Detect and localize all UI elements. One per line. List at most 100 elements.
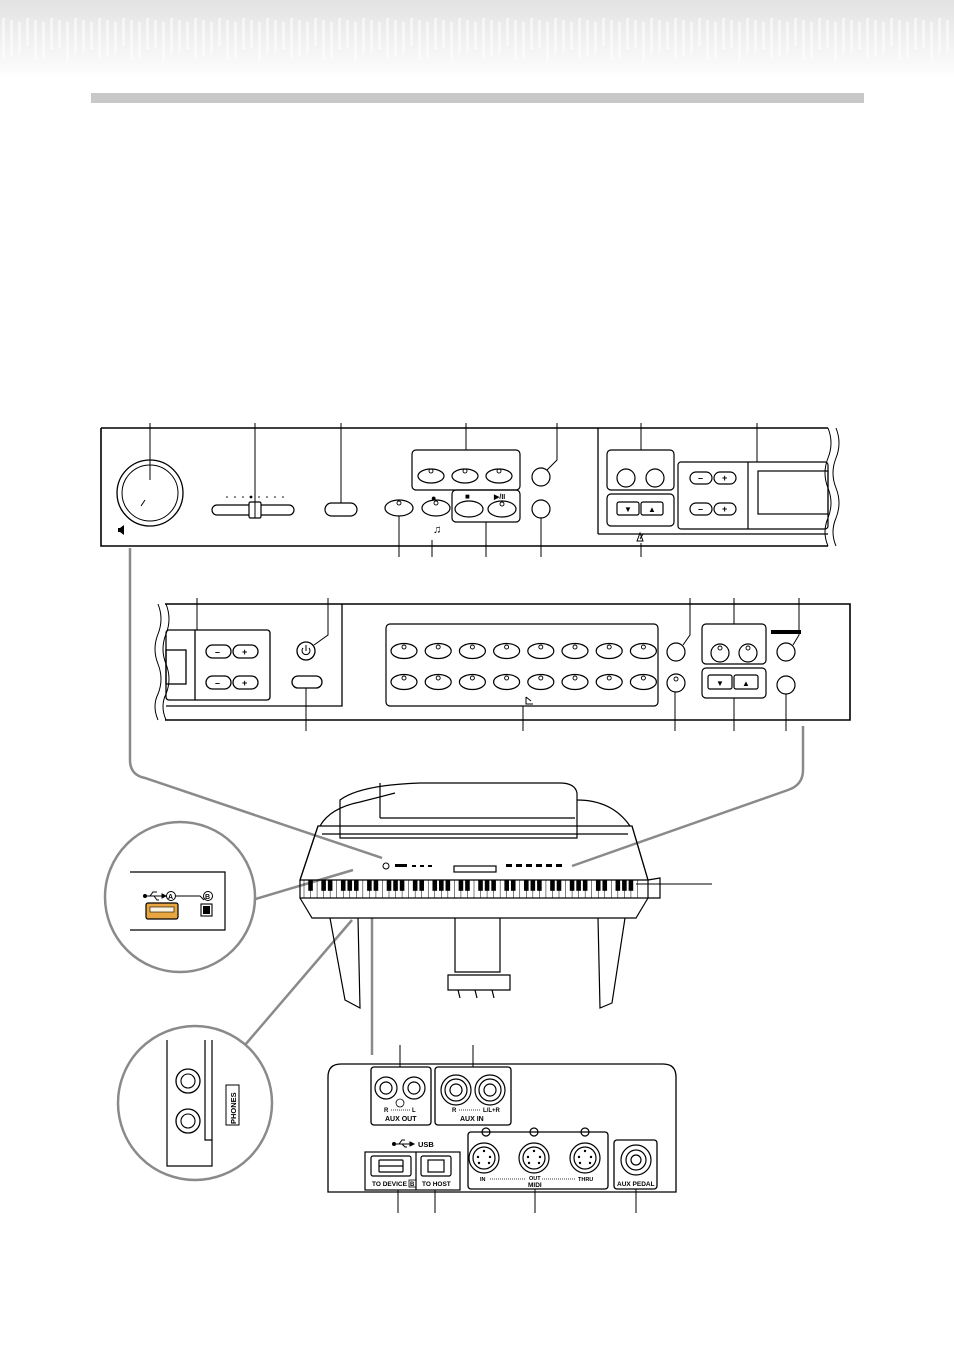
voice-select-button[interactable]	[458, 642, 486, 660]
header-stripe	[354, 22, 357, 62]
header-stripe	[394, 20, 397, 56]
metronome-button[interactable]	[531, 467, 551, 487]
down-button-2[interactable]	[707, 674, 733, 690]
voice-select-button[interactable]	[458, 673, 486, 691]
header-stripe	[442, 20, 445, 48]
voice-button-grid	[390, 642, 658, 691]
aux-in-jack-lr[interactable]	[474, 1074, 506, 1106]
header-stripe	[482, 18, 485, 58]
midi-in-label: IN	[480, 1177, 486, 1183]
up-button-2[interactable]	[733, 674, 759, 690]
phones-jack-2[interactable]	[175, 1108, 201, 1134]
lcd-display	[757, 470, 829, 515]
aux-out-jack-l[interactable]	[402, 1076, 426, 1100]
voice-button-group	[606, 449, 675, 491]
header-stripe	[930, 22, 933, 62]
demo-button[interactable]	[324, 502, 358, 517]
minus-button-1[interactable]	[689, 471, 713, 485]
power-button[interactable]	[296, 641, 316, 661]
minus-button-4[interactable]	[205, 675, 232, 690]
usb-to-host-port[interactable]	[420, 1155, 452, 1177]
preset-button-3[interactable]	[485, 468, 513, 484]
variation-button[interactable]	[666, 642, 686, 662]
header-stripe	[402, 22, 405, 54]
rear-connector-panel	[327, 1063, 677, 1193]
minus-button-3[interactable]	[205, 644, 232, 659]
header-stripe	[106, 20, 109, 56]
midi-in-port[interactable]	[468, 1127, 500, 1174]
header-stripe	[642, 22, 645, 62]
play-pause-button[interactable]	[487, 500, 517, 518]
plus-button-4[interactable]	[232, 675, 259, 690]
header-stripe	[346, 20, 349, 48]
minus-sign: –	[698, 473, 703, 483]
aux-out-jack-r[interactable]	[374, 1076, 398, 1100]
brightness-slider[interactable]	[211, 495, 295, 519]
usb-zoom-circle: A B	[103, 820, 257, 974]
header-stripe	[298, 20, 301, 56]
midi-out-port[interactable]	[518, 1127, 550, 1174]
plus-button-2[interactable]	[713, 502, 737, 516]
aux-in-label: AUX IN	[460, 1116, 484, 1123]
to-host-label: TO HOST	[422, 1181, 451, 1188]
header-stripe	[514, 20, 517, 60]
aux-pedal-jack[interactable]	[620, 1144, 652, 1176]
plus-button-1[interactable]	[713, 471, 737, 485]
voice-select-button[interactable]	[390, 673, 418, 691]
aux-in-jack-r[interactable]	[440, 1074, 472, 1106]
header-stripe	[18, 22, 21, 54]
header-stripe	[258, 22, 261, 62]
voice-select-button[interactable]	[629, 642, 658, 660]
aux-out-r-label: R	[384, 1108, 389, 1114]
dual-button-1[interactable]	[710, 643, 730, 663]
down-button[interactable]	[616, 501, 640, 516]
header-stripe	[82, 20, 85, 52]
usb-symbol-icon	[392, 1139, 416, 1148]
header-stripe	[90, 22, 93, 50]
split-button[interactable]	[666, 673, 686, 693]
voice-select-button[interactable]	[561, 673, 589, 691]
lcd-display-edge	[165, 649, 187, 685]
voice-select-button[interactable]	[561, 642, 589, 660]
song-select-button[interactable]	[384, 499, 414, 517]
voice-select-button[interactable]	[527, 673, 555, 691]
phones-jack-1[interactable]	[175, 1068, 201, 1094]
voice-select-button[interactable]	[595, 642, 623, 660]
registration-button[interactable]	[776, 642, 796, 662]
voice-select-button[interactable]	[424, 642, 452, 660]
dual-button-2[interactable]	[738, 643, 758, 663]
voice-select-button[interactable]	[527, 642, 555, 660]
plus-button-3[interactable]	[232, 644, 259, 659]
header-stripe	[610, 20, 613, 60]
minus-button-2[interactable]	[689, 502, 713, 516]
voice-button-1[interactable]	[616, 468, 636, 488]
voice-select-button[interactable]	[424, 673, 452, 691]
voice-button-led	[640, 644, 646, 650]
voice-select-button[interactable]	[493, 642, 521, 660]
voice-select-button[interactable]	[493, 673, 521, 691]
voice-button-led	[640, 675, 646, 681]
slider-scale-dots	[226, 495, 284, 499]
header-stripe	[362, 18, 365, 54]
piano-button[interactable]	[776, 675, 796, 695]
header-stripe	[850, 20, 853, 52]
header-stripe	[242, 18, 245, 50]
function-button[interactable]	[291, 675, 323, 689]
voice-select-button[interactable]	[629, 673, 658, 691]
preset-button-2[interactable]	[451, 468, 479, 484]
header-stripe	[26, 18, 29, 46]
down-arrow: ▼	[624, 505, 632, 514]
preset-button-group	[411, 449, 521, 491]
stop-button[interactable]	[454, 500, 484, 518]
voice-select-button[interactable]	[595, 673, 623, 691]
preset-button-1[interactable]	[417, 468, 445, 484]
rhythm-button[interactable]	[531, 499, 551, 519]
voice-button-2[interactable]	[645, 468, 665, 488]
midi-thru-port[interactable]	[569, 1127, 601, 1174]
rec-button[interactable]	[421, 499, 451, 517]
header-stripe	[842, 18, 845, 54]
voice-select-button[interactable]	[390, 642, 418, 660]
header-stripe	[522, 22, 525, 58]
up-button[interactable]	[640, 501, 664, 516]
usb-to-device-port[interactable]	[370, 1155, 412, 1177]
